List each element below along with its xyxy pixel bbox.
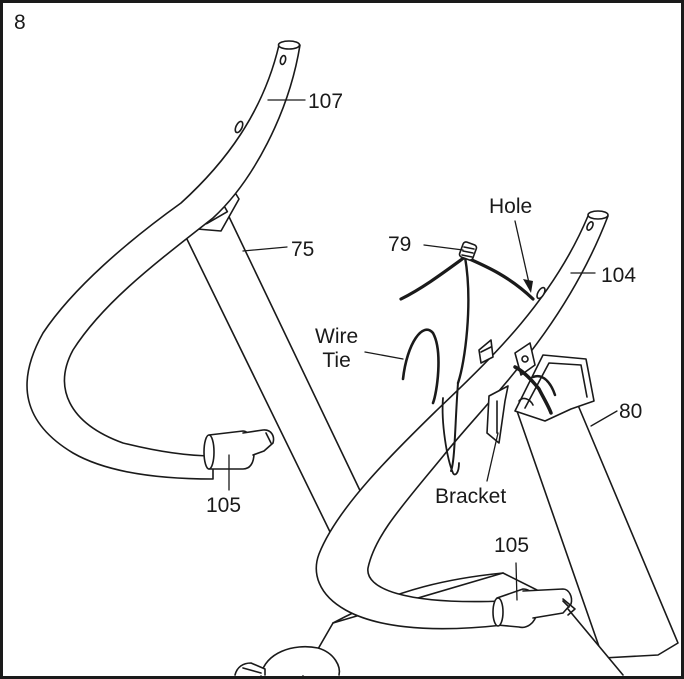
leader-79 — [424, 245, 463, 250]
label-107: 107 — [308, 91, 343, 112]
leader-bracket — [487, 433, 498, 481]
label-104: 104 — [601, 265, 636, 286]
label-80: 80 — [619, 401, 642, 422]
label-hole: Hole — [489, 196, 532, 217]
label-wire-tie: Wire Tie — [315, 325, 358, 373]
label-105-right: 105 — [494, 535, 529, 556]
leader-80 — [591, 411, 617, 426]
label-79: 79 — [388, 234, 411, 255]
label-bracket: Bracket — [435, 486, 506, 507]
leader-wire-tie — [365, 352, 403, 359]
step-number: 8 — [14, 12, 26, 33]
leader-75 — [243, 247, 287, 251]
label-105-left: 105 — [206, 495, 241, 516]
label-wire-tie-line2: Tie — [315, 349, 358, 373]
label-wire-tie-line1: Wire — [315, 325, 358, 349]
leader-hole — [515, 221, 529, 283]
label-75: 75 — [291, 239, 314, 260]
left-grip-cover — [204, 430, 274, 469]
wire-connector — [459, 241, 478, 261]
left-tube-107 — [27, 41, 300, 479]
